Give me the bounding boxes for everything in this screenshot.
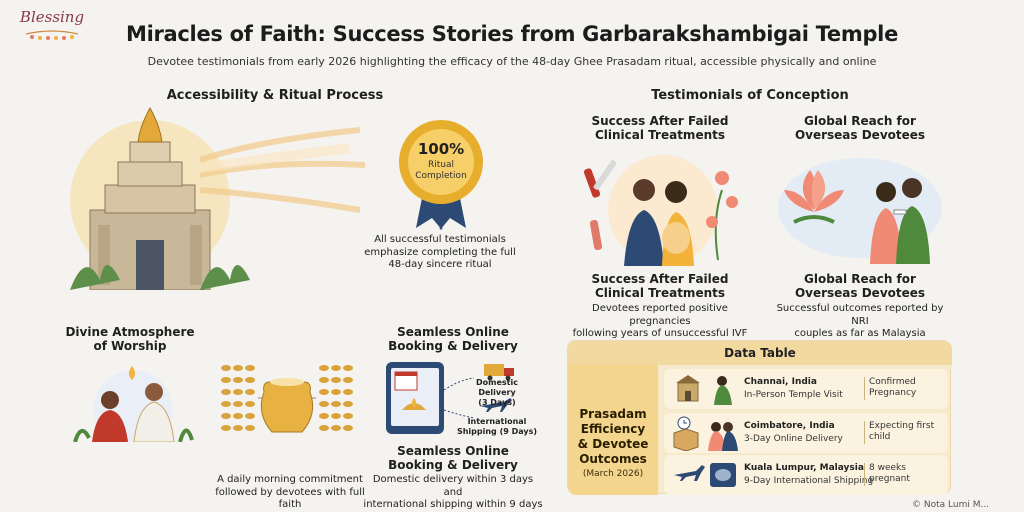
online-booking-illustration bbox=[386, 362, 514, 434]
online-booking-title: Seamless Online Booking & Delivery bbox=[378, 325, 528, 354]
intl-label-line: Shipping (9 Days) bbox=[456, 427, 538, 436]
badge-label-2: Completion bbox=[415, 171, 467, 181]
temple-person-icon bbox=[676, 375, 732, 405]
domestic-label-line: (3 Days) bbox=[478, 398, 516, 407]
data-table-title: Data Table bbox=[568, 341, 952, 365]
logo-flourish-icon bbox=[25, 30, 79, 40]
online-caption-line: international shipping within 9 days bbox=[363, 499, 543, 510]
row-result: 8 weeks pregnant bbox=[864, 463, 948, 486]
table-side-label: Prasadam Efficiency & Devotee Outcomes (… bbox=[568, 365, 658, 495]
worship-title-line: of Worship bbox=[93, 339, 167, 354]
temple-illustration bbox=[70, 106, 366, 290]
domestic-label-line: Domestic Delivery bbox=[476, 378, 518, 397]
worship-title: Divine Atmosphere of Worship bbox=[60, 325, 200, 354]
domestic-delivery-label: Domestic Delivery (3 Days) bbox=[456, 378, 538, 408]
row-location: Channai, India bbox=[744, 377, 817, 387]
badge-label-1: Ritual bbox=[427, 160, 454, 170]
section-title-accessibility: Accessibility & Ritual Process bbox=[166, 88, 384, 103]
badge-caption-line: All successful testimonials bbox=[374, 234, 506, 245]
online-title-line: Booking & Delivery bbox=[388, 339, 518, 354]
badge-caption-line: emphasize completing the full bbox=[364, 246, 516, 258]
row-mode: 3-Day Online Delivery bbox=[744, 434, 843, 444]
row-location: Coimbatore, India bbox=[744, 421, 835, 431]
online-caption: Domestic delivery within 3 days and inte… bbox=[362, 474, 544, 512]
card1-top-line: Clinical Treatments bbox=[594, 128, 725, 143]
section-title-testimonials: Testimonials of Conception bbox=[651, 88, 849, 103]
badge-caption-line: 48-day sincere ritual bbox=[388, 259, 492, 270]
worship-title-line: Divine Atmosphere bbox=[65, 325, 195, 339]
ghee-pot-lamps-illustration bbox=[221, 365, 353, 433]
row-mode: In-Person Temple Visit bbox=[744, 390, 843, 400]
row-result-line: Expecting first child bbox=[869, 421, 935, 443]
ritual-completion-badge-icon bbox=[399, 120, 483, 230]
plane-ultrasound-icon bbox=[674, 463, 736, 487]
row-result: Confirmed Pregnancy bbox=[864, 377, 948, 400]
online-title-bottom-line: Seamless Online bbox=[397, 444, 509, 458]
row-result: Expecting first child bbox=[864, 421, 948, 444]
side-title-line: Prasadam bbox=[579, 407, 647, 421]
card2-title: Global Reach for Overseas Devotees bbox=[780, 272, 940, 301]
overseas-couple-illustration bbox=[778, 158, 942, 264]
couple-ivf-illustration bbox=[583, 155, 738, 266]
clock-box-couple-icon bbox=[673, 416, 738, 451]
card1-title-line: Success After Failed bbox=[591, 272, 729, 286]
daily-caption-line: A daily morning commitment bbox=[217, 474, 363, 485]
side-title-line: Outcomes bbox=[579, 452, 647, 466]
card1-title: Success After Failed Clinical Treatments bbox=[580, 272, 740, 301]
logo-text: Blessing bbox=[19, 8, 85, 26]
card2-title-line: Overseas Devotees bbox=[794, 286, 926, 301]
card1-top-title: Success After Failed Clinical Treatments bbox=[580, 114, 740, 143]
page-subtitle: Devotee testimonials from early 2026 hig… bbox=[147, 55, 877, 68]
card1-title-line: Clinical Treatments bbox=[594, 286, 725, 301]
card1-caption-line: Devotees reported positive pregnancies bbox=[592, 303, 728, 327]
daily-caption-line: followed by devotees with full faith bbox=[215, 486, 365, 511]
table-row: Kuala Lumpur, Malaysia 9-Day Internation… bbox=[664, 455, 948, 495]
card2-title-line: Global Reach for bbox=[804, 272, 916, 286]
row-result-line: Confirmed bbox=[869, 377, 916, 387]
online-booking-title-bottom: Seamless Online Booking & Delivery bbox=[378, 444, 528, 473]
table-side-title: Prasadam Efficiency & Devotee Outcomes bbox=[568, 407, 658, 467]
page-title: Miracles of Faith: Success Stories from … bbox=[125, 22, 899, 46]
online-caption-line: Domestic delivery within 3 days and bbox=[372, 474, 534, 498]
card2-top-line: Overseas Devotees bbox=[794, 128, 926, 143]
data-table: Data Table Prasadam Efficiency & Devotee… bbox=[567, 340, 952, 495]
card2-top-title: Global Reach for Overseas Devotees bbox=[780, 114, 940, 143]
row-location: Kuala Lumpur, Malaysia bbox=[744, 463, 864, 473]
table-row: Coimbatore, India 3-Day Online Delivery … bbox=[664, 413, 948, 453]
worship-illustration bbox=[73, 366, 194, 442]
row-result-line: 8 weeks pregnant bbox=[869, 463, 910, 485]
card2-caption-line: Successful outcomes reported by NRI bbox=[776, 303, 944, 327]
international-shipping-label: International Shipping (9 Days) bbox=[456, 417, 538, 437]
side-title-line: Efficiency bbox=[580, 422, 646, 436]
intl-label-line: International bbox=[467, 417, 527, 426]
card2-top-line: Global Reach for bbox=[804, 114, 916, 128]
brand-logo: Blessing bbox=[12, 6, 92, 46]
card2-caption-line: couples as far as Malaysia bbox=[794, 328, 926, 339]
side-title-line: & Devotee bbox=[577, 437, 649, 451]
daily-caption: A daily morning commitment followed by d… bbox=[210, 474, 370, 512]
online-title-bottom-line: Booking & Delivery bbox=[388, 458, 518, 473]
table-row: Channai, India In-Person Temple Visit Co… bbox=[664, 369, 948, 409]
footer-watermark: © Nota Lumi M... bbox=[912, 500, 990, 510]
badge-percent: 100% bbox=[417, 140, 465, 158]
online-title-line: Seamless Online bbox=[397, 325, 509, 339]
row-mode: 9-Day International Shipping bbox=[744, 476, 874, 486]
row-result-line: Pregnancy bbox=[869, 388, 917, 399]
card2-caption: Successful outcomes reported by NRI coup… bbox=[770, 303, 950, 341]
card1-top-line: Success After Failed bbox=[591, 114, 729, 128]
table-side-date: (March 2026) bbox=[582, 469, 644, 479]
badge-caption: All successful testimonials emphasize co… bbox=[360, 234, 520, 272]
